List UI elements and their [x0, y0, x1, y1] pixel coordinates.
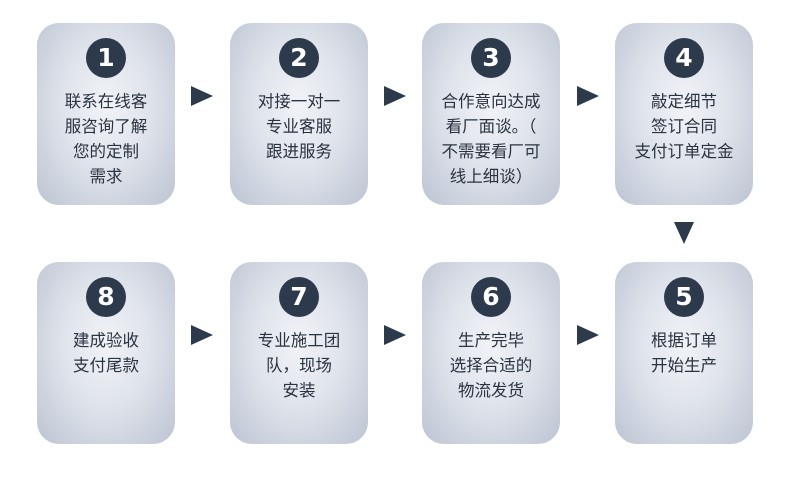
step-text-line: 支付尾款	[73, 356, 139, 375]
step-description: 合作意向达成 看厂面谈。（ 不需要看厂可 线上细谈）	[428, 89, 554, 189]
step-1-card: 1 联系在线客 服咨询了解 您的定制 需求	[37, 23, 175, 205]
step-2-card: 2 对接一对一 专业客服 跟进服务	[230, 23, 368, 205]
arrow-right-icon	[191, 325, 213, 345]
step-text-line: 签订合同	[651, 117, 717, 136]
step-number-badge: 1	[86, 38, 126, 78]
step-text-line: 对接一对一	[257, 92, 341, 111]
step-text-line: 线上细谈）	[449, 167, 533, 186]
step-text-line: 跟进服务	[266, 142, 332, 161]
step-5-card: 5 根据订单 开始生产	[615, 262, 753, 444]
step-4-card: 4 敲定细节 签订合同 支付订单定金	[615, 23, 753, 205]
step-text-line: 物流发货	[458, 381, 524, 400]
step-text-line: 敲定细节	[651, 92, 717, 111]
step-text-line: 服咨询了解	[64, 117, 148, 136]
arrow-right-icon	[191, 86, 213, 106]
step-number-badge: 8	[86, 277, 126, 317]
step-description: 根据订单 开始生产	[621, 328, 747, 378]
arrow-right-icon	[384, 86, 406, 106]
step-description: 敲定细节 签订合同 支付订单定金	[621, 89, 747, 164]
step-text-line: 根据订单	[651, 331, 717, 350]
step-text-line: 联系在线客	[64, 92, 148, 111]
step-text-line: 需求	[89, 167, 123, 186]
arrow-right-icon	[384, 325, 406, 345]
step-number-badge: 4	[664, 38, 704, 78]
step-text-line: 专业施工团	[257, 331, 341, 350]
step-description: 联系在线客 服咨询了解 您的定制 需求	[43, 89, 169, 189]
step-description: 建成验收 支付尾款	[43, 328, 169, 378]
step-description: 专业施工团 队，现场 安装	[236, 328, 362, 403]
step-text-line: 队，现场	[266, 356, 332, 375]
step-3-card: 3 合作意向达成 看厂面谈。（ 不需要看厂可 线上细谈）	[422, 23, 560, 205]
step-text-line: 安装	[282, 381, 316, 400]
step-8-card: 8 建成验收 支付尾款	[37, 262, 175, 444]
step-number-badge: 2	[279, 38, 319, 78]
step-number-badge: 5	[664, 277, 704, 317]
step-6-card: 6 生产完毕 选择合适的 物流发货	[422, 262, 560, 444]
step-number-badge: 3	[471, 38, 511, 78]
step-text-line: 您的定制	[73, 142, 139, 161]
step-description: 生产完毕 选择合适的 物流发货	[428, 328, 554, 403]
step-text-line: 生产完毕	[458, 331, 524, 350]
step-text-line: 选择合适的	[449, 356, 533, 375]
arrow-right-icon	[577, 86, 599, 106]
step-text-line: 不需要看厂可	[441, 142, 541, 161]
step-text-line: 支付订单定金	[634, 142, 734, 161]
step-number-badge: 6	[471, 277, 511, 317]
step-text-line: 合作意向达成	[441, 92, 541, 111]
step-text-line: 看厂面谈。（	[445, 117, 537, 136]
step-text-line: 开始生产	[651, 356, 717, 375]
step-number-badge: 7	[279, 277, 319, 317]
arrow-down-icon	[674, 222, 694, 244]
arrow-right-icon	[577, 325, 599, 345]
step-text-line: 专业客服	[266, 117, 332, 136]
step-description: 对接一对一 专业客服 跟进服务	[236, 89, 362, 164]
step-text-line: 建成验收	[73, 331, 139, 350]
step-7-card: 7 专业施工团 队，现场 安装	[230, 262, 368, 444]
